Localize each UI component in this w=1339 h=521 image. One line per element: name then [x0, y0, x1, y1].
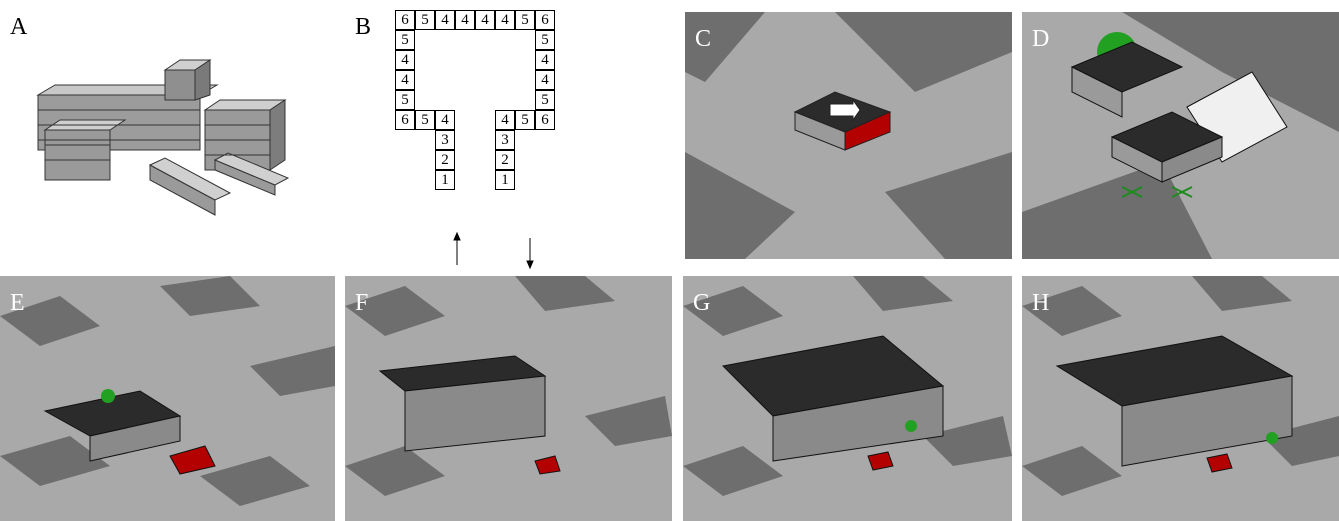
panel-c: C	[685, 12, 1012, 259]
grid-cell: 1	[435, 170, 455, 190]
grid-cell: 5	[515, 110, 535, 130]
panel-d-label: D	[1032, 26, 1050, 52]
arrows	[453, 231, 534, 270]
grid-cell: 5	[535, 90, 555, 110]
grid-cell: 5	[395, 30, 415, 50]
panel-d: D	[1022, 12, 1339, 259]
grid-cell: 2	[435, 150, 455, 170]
grid-cell: 6	[395, 10, 415, 30]
build-stage-g	[683, 276, 1012, 521]
grid-cell: 4	[535, 50, 555, 70]
build-stage-f	[345, 276, 672, 521]
grid-cell: 4	[495, 10, 515, 30]
panel-a: A	[0, 0, 330, 265]
entry-arrowhead-up	[453, 231, 461, 241]
panel-h-label: H	[1032, 290, 1050, 316]
grid-cell: 4	[455, 10, 475, 30]
grid-cell: 6	[395, 110, 415, 130]
grid-cell: 5	[395, 90, 415, 110]
grid-cell: 4	[395, 70, 415, 90]
panel-f-label: F	[355, 290, 369, 316]
panel-f: F	[345, 276, 672, 521]
grid-cell: 3	[435, 130, 455, 150]
build-stage-e	[0, 276, 335, 521]
panel-a-label: A	[10, 14, 28, 40]
panel-h: H	[1022, 276, 1339, 521]
grid-cell: 4	[495, 110, 515, 130]
panel-b-label: B	[355, 14, 372, 40]
grid-cell: 3	[495, 130, 515, 150]
panel-g-label: G	[693, 290, 711, 316]
panel-e-label: E	[10, 290, 25, 316]
panel-c-label: C	[695, 26, 712, 52]
panel-e: E	[0, 276, 335, 521]
grid-cell: 4	[435, 10, 455, 30]
grid-cell: 2	[495, 150, 515, 170]
grid-cell: 1	[495, 170, 515, 190]
robot-placement-scene	[1022, 12, 1339, 259]
grid-cell: 5	[535, 30, 555, 50]
single-block-scene	[685, 12, 1012, 259]
grid-cell: 4	[395, 50, 415, 70]
grid-cell: 4	[535, 70, 555, 90]
grid-cell: 5	[415, 10, 435, 30]
grid-cell: 4	[435, 110, 455, 130]
grid-cell: 6	[535, 110, 555, 130]
structure-illustration	[36, 59, 290, 216]
panel-g: G	[683, 276, 1012, 521]
grid-cell: 4	[475, 10, 495, 30]
exit-arrowhead-down	[526, 260, 534, 270]
grid-cell: 6	[535, 10, 555, 30]
build-stage-h	[1022, 276, 1339, 521]
grid-cell: 5	[415, 110, 435, 130]
grid-cell: 5	[515, 10, 535, 30]
